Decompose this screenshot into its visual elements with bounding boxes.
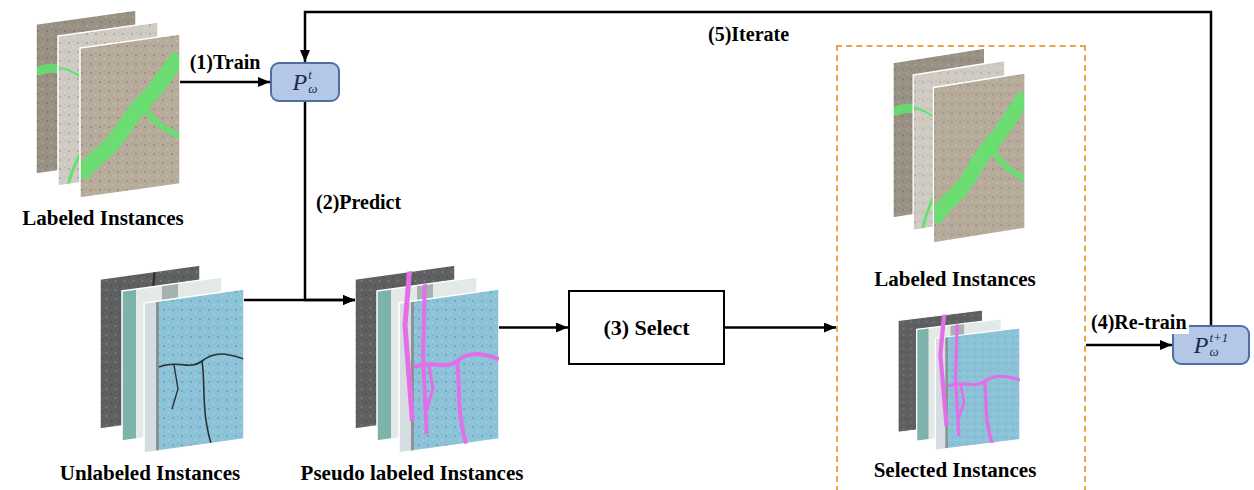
model-scripts: t+1ω (1209, 331, 1228, 358)
step-label: (1)Train (188, 50, 263, 74)
image-stack: Labeled Instances (893, 48, 1025, 243)
stack-caption: Pseudo labeled Instances (301, 461, 524, 485)
stack-caption: Selected Instances (874, 458, 1037, 482)
step-label: (5)Iterate (706, 22, 791, 46)
process-label: (3) Select (603, 315, 689, 341)
model-letter: P (293, 70, 308, 94)
process-box: (3) Select (568, 290, 725, 365)
model-box: Ptω (270, 62, 340, 102)
model-symbol: Pt+1ω (1194, 331, 1229, 358)
model-subscript: ω (1209, 345, 1228, 359)
flow-arrow (1086, 344, 1172, 347)
image-stack: Unlabeled Instances (100, 265, 244, 453)
model-superscript: t+1 (1209, 331, 1228, 345)
image-stack: Selected Instances (898, 310, 1020, 450)
stack-caption: Unlabeled Instances (60, 461, 240, 485)
pseudo-image-stack (355, 265, 499, 453)
selected-image-stack (898, 310, 1020, 450)
unlabeled-image-stack (100, 265, 244, 453)
flow-arrow (725, 326, 836, 329)
dashed-group: Labeled InstancesSelected Instances (836, 45, 1086, 490)
flow-arrow (499, 326, 568, 329)
labeled-image-stack (893, 48, 1025, 243)
model-scripts: tω (308, 68, 317, 95)
image-stack: Pseudo labeled Instances (355, 265, 499, 453)
image-stack: Labeled Instances (36, 10, 180, 198)
model-letter: P (1194, 333, 1209, 357)
flow-arrow (180, 81, 270, 84)
step-label: (4)Re-train (1089, 310, 1189, 334)
step-label: (2)Predict (314, 190, 403, 214)
model-symbol: Ptω (293, 68, 318, 95)
flow-arrow (244, 299, 355, 302)
labeled-image-stack (36, 10, 180, 198)
stack-caption: Labeled Instances (874, 267, 1036, 291)
model-superscript: t (308, 68, 317, 82)
model-subscript: ω (308, 82, 317, 96)
flow-arrow (305, 12, 1211, 325)
stack-caption: Labeled Instances (22, 206, 184, 230)
